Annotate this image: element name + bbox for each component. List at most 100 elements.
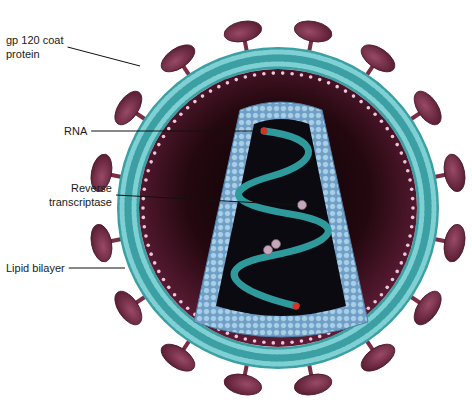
matrix-dot xyxy=(380,293,384,297)
matrix-dot xyxy=(157,143,161,147)
matrix-dot xyxy=(281,341,285,345)
matrix-dot xyxy=(327,81,331,85)
reverse-transcriptase xyxy=(272,240,281,249)
part-label: Reverse transcriptase xyxy=(36,181,112,209)
matrix-dot xyxy=(162,278,166,282)
matrix-dot xyxy=(146,169,150,173)
matrix-dot xyxy=(234,335,238,339)
matrix-dot xyxy=(400,151,404,155)
matrix-dot xyxy=(367,106,371,110)
matrix-dot xyxy=(153,261,157,265)
matrix-dot xyxy=(373,300,377,304)
matrix-dot xyxy=(410,187,414,191)
leader-line xyxy=(68,47,141,66)
matrix-dot xyxy=(143,187,147,191)
rna-strand xyxy=(234,131,328,306)
lipid-bilayer xyxy=(128,58,428,358)
gp120-spike xyxy=(441,152,468,193)
matrix-dot xyxy=(167,286,171,290)
reverse-transcriptase xyxy=(264,246,273,255)
matrix-dot xyxy=(253,339,257,343)
leader-line xyxy=(69,268,125,269)
matrix-dot xyxy=(186,106,190,110)
matrix-dot xyxy=(290,340,294,344)
gp120-spike xyxy=(441,223,468,264)
matrix-dot xyxy=(411,197,415,201)
matrix-dot xyxy=(318,335,322,339)
matrix-dot xyxy=(309,75,313,79)
matrix-dot xyxy=(359,100,363,104)
matrix-dot xyxy=(391,278,395,282)
capsid-shell xyxy=(194,102,368,337)
matrix-dot xyxy=(262,72,266,76)
matrix-dot xyxy=(406,243,410,247)
matrix-dot xyxy=(142,197,146,201)
matrix-dot xyxy=(300,339,304,343)
lipid-beads-outer xyxy=(122,52,434,364)
matrix-dot xyxy=(153,151,157,155)
matrix-dot xyxy=(146,243,150,247)
matrix-dot xyxy=(209,89,213,93)
matrix-dot xyxy=(373,112,377,116)
matrix-dot xyxy=(141,206,145,210)
matrix-dot xyxy=(403,160,407,164)
matrix-dot xyxy=(403,252,407,256)
matrix-dot xyxy=(318,78,322,82)
gp120-spike xyxy=(222,371,263,398)
matrix-dot xyxy=(352,94,356,98)
matrix-dot xyxy=(400,261,404,265)
matrix-dot xyxy=(162,135,166,139)
matrix-dot xyxy=(408,234,412,238)
matrix-dot xyxy=(143,225,147,229)
matrix-dot xyxy=(281,71,285,75)
matrix-dot xyxy=(234,78,238,82)
matrix-dot xyxy=(179,300,183,304)
matrix-dot xyxy=(385,286,389,290)
matrix-dot xyxy=(408,178,412,182)
gp120-spike xyxy=(293,371,334,398)
matrix-dot xyxy=(253,73,257,77)
leader-line xyxy=(91,131,261,132)
matrix-dot xyxy=(193,100,197,104)
matrix-dot xyxy=(167,127,171,131)
matrix-dot xyxy=(411,206,415,210)
matrix-dot xyxy=(144,178,148,182)
matrix-dot xyxy=(300,73,304,77)
matrix-dot xyxy=(179,112,183,116)
matrix-dot xyxy=(149,252,153,256)
matrix-dot xyxy=(271,71,275,75)
gp120-spike xyxy=(222,18,263,45)
matrix-dot xyxy=(244,337,248,341)
matrix-dot xyxy=(395,143,399,147)
matrix-dot xyxy=(186,307,190,311)
matrix-dot xyxy=(217,85,221,89)
matrix-dot xyxy=(157,270,161,274)
part-label: gp 120 coat protein xyxy=(6,33,68,61)
gp120-spike xyxy=(293,18,334,45)
part-label: Lipid bilayer xyxy=(6,261,65,275)
matrix-dot xyxy=(173,119,177,123)
matrix-dot xyxy=(142,216,146,220)
rna-end xyxy=(293,303,300,310)
matrix-dot xyxy=(244,75,248,79)
matrix-dot xyxy=(410,225,414,229)
matrix-dot xyxy=(367,307,371,311)
matrix-dot xyxy=(201,94,205,98)
matrix-dot xyxy=(290,72,294,76)
matrix-dot xyxy=(226,81,230,85)
matrix-dot xyxy=(385,127,389,131)
matrix-dot xyxy=(262,340,266,344)
virus-interior xyxy=(139,69,417,347)
capsid-opening xyxy=(216,119,346,316)
leader-line xyxy=(116,195,298,205)
matrix-dot xyxy=(344,89,348,93)
rna-end xyxy=(261,128,268,135)
matrix-dot xyxy=(144,234,148,238)
matrix-dot xyxy=(309,337,313,341)
lipid-beads-inner xyxy=(134,64,422,352)
gp120-spike xyxy=(88,223,115,264)
matrix-dot xyxy=(406,169,410,173)
